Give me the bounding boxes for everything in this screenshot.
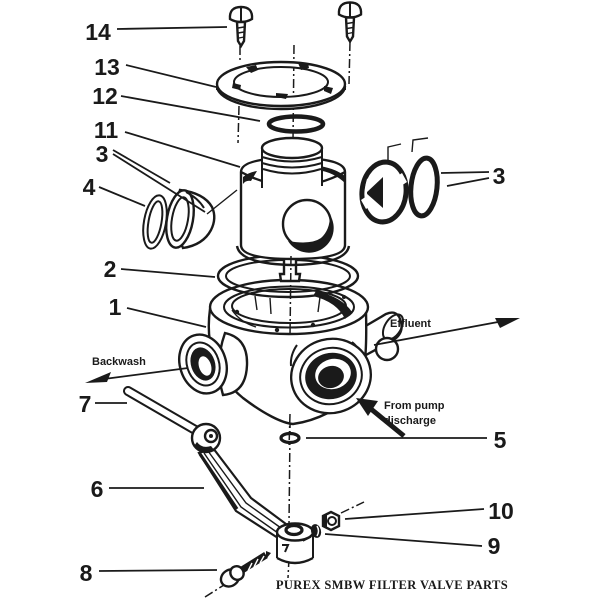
callout-9: 9	[488, 533, 501, 559]
part-gasket-cluster-right	[359, 137, 440, 225]
callout-3-left: 3	[96, 141, 109, 167]
part-cover-screw-right	[337, 1, 363, 44]
part-gasket-cluster-left	[142, 188, 238, 250]
effluent-arrow	[373, 318, 520, 346]
part-o-ring-12	[266, 114, 326, 134]
callout-3-right: 3	[493, 163, 506, 189]
callout-10: 10	[488, 498, 514, 524]
callout-14: 14	[85, 19, 111, 45]
flow-label-effluent: Effluent	[390, 318, 431, 330]
part-valve-body	[178, 278, 405, 426]
pump-discharge-arrow	[356, 398, 406, 438]
part-cover-screw-left	[228, 5, 254, 49]
part-bolt	[204, 551, 271, 598]
callout-5: 5	[494, 427, 507, 453]
callout-11: 11	[94, 117, 119, 143]
part-handle-rod	[123, 386, 202, 436]
part-nut	[321, 501, 365, 532]
leader-lines	[95, 26, 490, 572]
part-handle-arm	[190, 422, 288, 540]
axis-overlay	[288, 255, 292, 449]
part-handle-hub	[275, 522, 315, 565]
effluent-port-stub	[355, 311, 405, 362]
part-cover-ring	[215, 60, 347, 111]
callout-8: 8	[80, 560, 93, 586]
callout-2: 2	[104, 256, 117, 282]
flow-label-discharge: discharge	[384, 415, 436, 427]
callout-12: 12	[92, 83, 118, 109]
backwash-arrow	[85, 367, 189, 383]
flow-label-backwash: Backwash	[92, 356, 146, 368]
pump-discharge-port	[289, 337, 373, 415]
callout-4: 4	[83, 174, 96, 200]
flow-label-from-pump: From pump	[384, 400, 445, 412]
part-washer	[302, 524, 322, 542]
callout-13: 13	[94, 54, 120, 80]
part-rotor	[235, 136, 351, 267]
diagram-caption: PUREX SMBW FILTER VALVE PARTS	[276, 578, 508, 592]
callout-1: 1	[109, 294, 122, 320]
callout-7: 7	[79, 391, 92, 417]
backwash-port	[178, 331, 249, 397]
rotor-stem	[278, 253, 302, 283]
callout-6: 6	[91, 476, 104, 502]
